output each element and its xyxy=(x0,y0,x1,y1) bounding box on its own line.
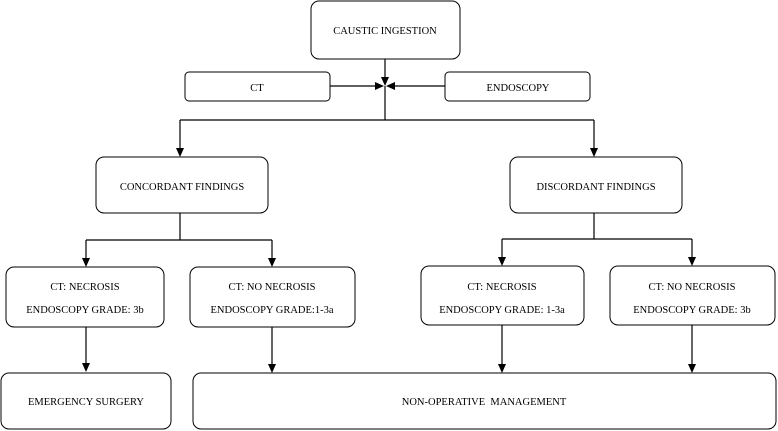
connectors-bottom xyxy=(82,325,696,373)
concordant-necrosis-line1: CT: NECROSIS xyxy=(50,282,119,293)
discordant-necrosis-line2: ENDOSCOPY GRADE: 1-3a xyxy=(439,305,565,316)
concordant-no-necrosis-line1: CT: NO NECROSIS xyxy=(229,282,316,293)
node-non-operative-management: NON-OPERATIVE MANAGEMENT xyxy=(192,372,777,430)
node-ct-label: CT xyxy=(250,83,264,94)
node-emergency-surgery: EMERGENCY SURGERY xyxy=(0,372,172,430)
node-concordant-label: CONCORDANT FINDINGS xyxy=(120,182,245,193)
concordant-no-necrosis-line2: ENDOSCOPY GRADE:1-3a xyxy=(211,305,334,316)
discordant-no-necrosis-line2: ENDOSCOPY GRADE: 3b xyxy=(633,305,750,316)
node-concordant-necrosis: CT: NECROSIS ENDOSCOPY GRADE: 3b xyxy=(5,266,165,328)
discordant-necrosis-line1: CT: NECROSIS xyxy=(467,282,536,293)
node-ct: CT xyxy=(184,71,331,102)
node-endoscopy: ENDOSCOPY xyxy=(444,71,591,102)
concordant-necrosis-line2: ENDOSCOPY GRADE: 3b xyxy=(26,305,143,316)
non-operative-management-label: NON-OPERATIVE MANAGEMENT xyxy=(402,397,567,408)
discordant-no-necrosis-line1: CT: NO NECROSIS xyxy=(649,282,736,293)
node-discordant-label: DISCORDANT FINDINGS xyxy=(536,182,655,193)
node-discordant-necrosis: CT: NECROSIS ENDOSCOPY GRADE: 1-3a xyxy=(420,265,585,326)
node-caustic-ingestion: CAUSTIC INGESTION xyxy=(310,0,461,60)
emergency-surgery-label: EMERGENCY SURGERY xyxy=(28,397,144,408)
connectors-top xyxy=(176,59,598,157)
node-caustic-ingestion-label: CAUSTIC INGESTION xyxy=(333,26,437,37)
node-discordant-no-necrosis: CT: NO NECROSIS ENDOSCOPY GRADE: 3b xyxy=(609,265,776,326)
connectors-middle xyxy=(82,213,696,267)
node-discordant-findings: DISCORDANT FINDINGS xyxy=(509,156,683,214)
node-concordant-findings: CONCORDANT FINDINGS xyxy=(95,156,269,214)
node-endoscopy-label: ENDOSCOPY xyxy=(486,83,549,94)
node-concordant-no-necrosis: CT: NO NECROSIS ENDOSCOPY GRADE:1-3a xyxy=(189,266,356,328)
